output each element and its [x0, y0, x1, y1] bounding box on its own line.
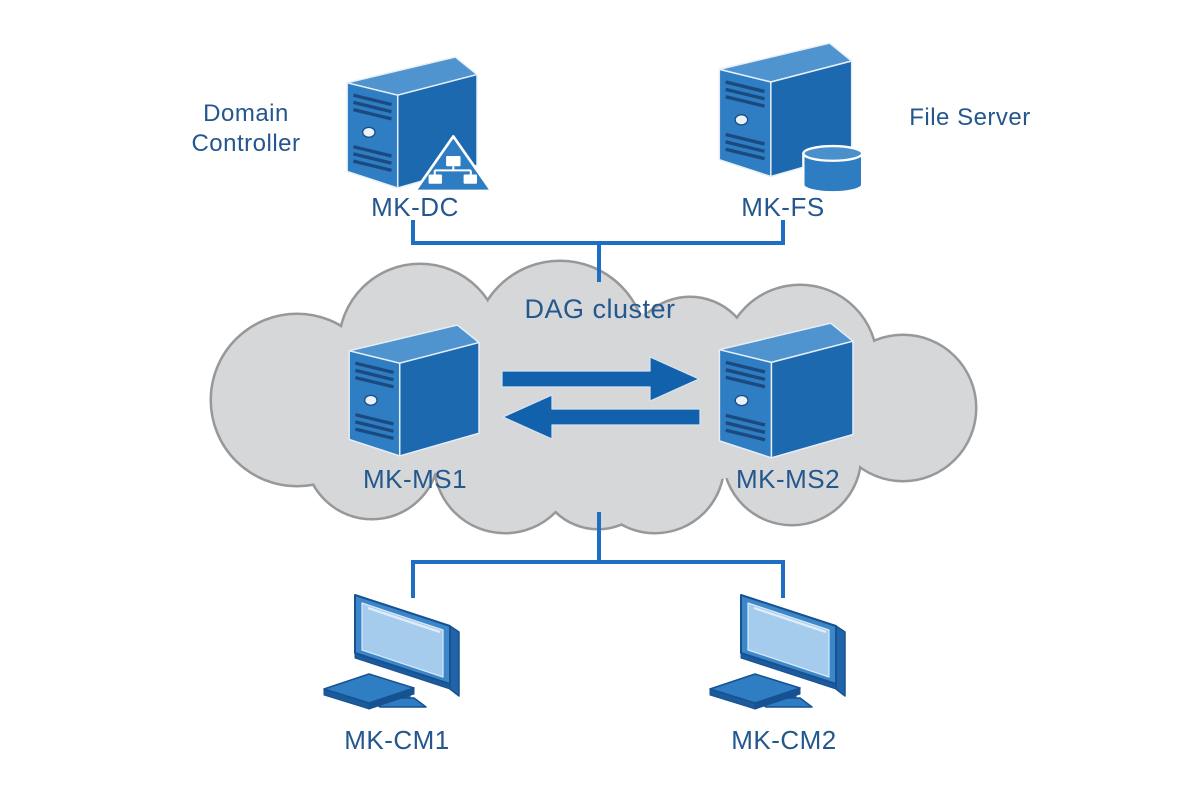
connector-bottom	[411, 512, 785, 598]
connector-top	[411, 220, 785, 282]
computer-icon-mk-cm1	[322, 593, 461, 711]
arrow-right-icon	[501, 356, 700, 402]
server-icon-mk-fs	[717, 41, 864, 194]
directory-badge-icon	[413, 135, 493, 193]
computer-icon-mk-cm2	[708, 593, 847, 711]
disk-cylinder-icon	[802, 144, 864, 194]
dag-cluster-label: DAG cluster	[524, 294, 676, 324]
node-label-mk-cm1: MK-CM1	[344, 725, 450, 755]
domain-controller-caption: Domain Controller	[191, 100, 301, 157]
arrow-left-icon	[502, 394, 701, 440]
node-label-mk-ms2: MK-MS2	[735, 464, 841, 494]
file-server-caption: File Server	[909, 104, 1031, 131]
node-label-mk-fs: MK-FS	[741, 192, 825, 222]
node-label-mk-cm2: MK-CM2	[731, 725, 837, 755]
node-label-mk-ms1: MK-MS1	[362, 464, 468, 494]
node-label-mk-dc: MK-DC	[371, 192, 459, 222]
server-icon-mk-dc	[345, 55, 493, 193]
